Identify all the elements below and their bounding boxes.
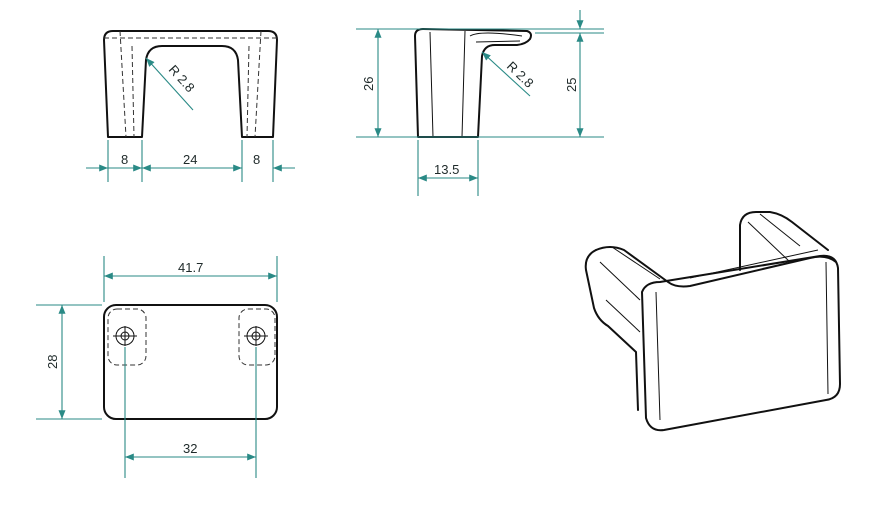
side-extension-lines <box>356 28 604 138</box>
iso-front-leg <box>584 249 639 411</box>
side-view-outline <box>414 28 532 138</box>
front-extension-lines <box>107 140 274 182</box>
iso-front-face-inner <box>655 261 829 421</box>
front-radius-leader <box>145 57 194 111</box>
side-view: R 2.8 26 25 13.5 <box>356 10 604 196</box>
iso-front-leg-edges <box>599 261 641 333</box>
side-dim-depth-label: 13.5 <box>434 162 459 177</box>
top-dim-height-label: 28 <box>45 355 60 369</box>
top-spacing-extension <box>124 347 257 478</box>
side-radius-leader <box>481 51 531 97</box>
side-depth-extension <box>417 140 479 196</box>
top-hole-centerlines <box>113 326 268 346</box>
iso-back-leg <box>739 211 829 271</box>
front-view-outline <box>103 30 278 138</box>
side-dim-leg-label: 25 <box>564 78 579 92</box>
side-radius-label: R 2.8 <box>504 58 537 90</box>
front-dim-left-label: 8 <box>121 152 128 167</box>
iso-back-leg-edges <box>747 213 801 263</box>
front-dim-gap-label: 24 <box>183 152 197 167</box>
front-view: R 2.8 8 24 8 <box>86 30 295 182</box>
front-dim-right-label: 8 <box>253 152 260 167</box>
top-height-extension <box>36 304 102 420</box>
top-right-boss-hidden <box>238 308 276 366</box>
top-view: 41.7 28 32 <box>36 256 278 478</box>
isometric-view <box>584 211 841 432</box>
iso-top-surface <box>595 246 837 288</box>
top-view-outline <box>103 304 278 420</box>
top-left-boss-hidden <box>107 308 147 366</box>
front-radius-label: R 2.8 <box>166 62 198 95</box>
top-dim-spacing-label: 32 <box>183 441 197 456</box>
side-dim-height-label: 26 <box>361 77 376 91</box>
side-view-edges <box>429 30 523 138</box>
iso-front-face <box>641 254 841 432</box>
top-dim-width-label: 41.7 <box>178 260 203 275</box>
